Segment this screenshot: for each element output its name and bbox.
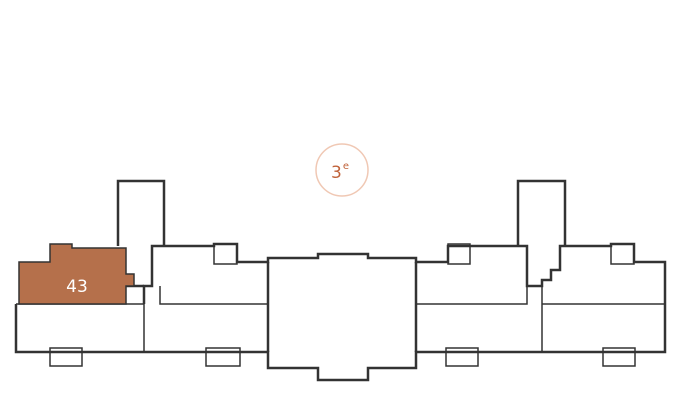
unit-43-shape[interactable]: [18, 243, 135, 305]
partition-right-1: [416, 286, 528, 305]
floor-number-value: 3: [331, 163, 342, 183]
outer-wall: [14, 242, 667, 382]
balcony-3: [445, 347, 479, 367]
floor-number: 3e: [331, 161, 349, 183]
floor-number-suffix: e: [343, 161, 349, 172]
balcony-6: [447, 243, 471, 265]
balcony-5: [213, 243, 238, 265]
right-tower: [516, 179, 567, 246]
left-tower: [116, 179, 166, 246]
central-block: [266, 262, 418, 352]
unit-43[interactable]: 43: [18, 243, 135, 305]
floor-badge-circle: [315, 143, 369, 197]
balcony-1: [49, 347, 83, 367]
floor-badge[interactable]: 3e: [315, 143, 369, 197]
balcony-4: [602, 347, 636, 367]
unit-43-label: 43: [66, 277, 88, 297]
partition-left-2: [159, 286, 268, 305]
balcony-7: [610, 243, 635, 265]
balcony-2: [205, 347, 241, 367]
